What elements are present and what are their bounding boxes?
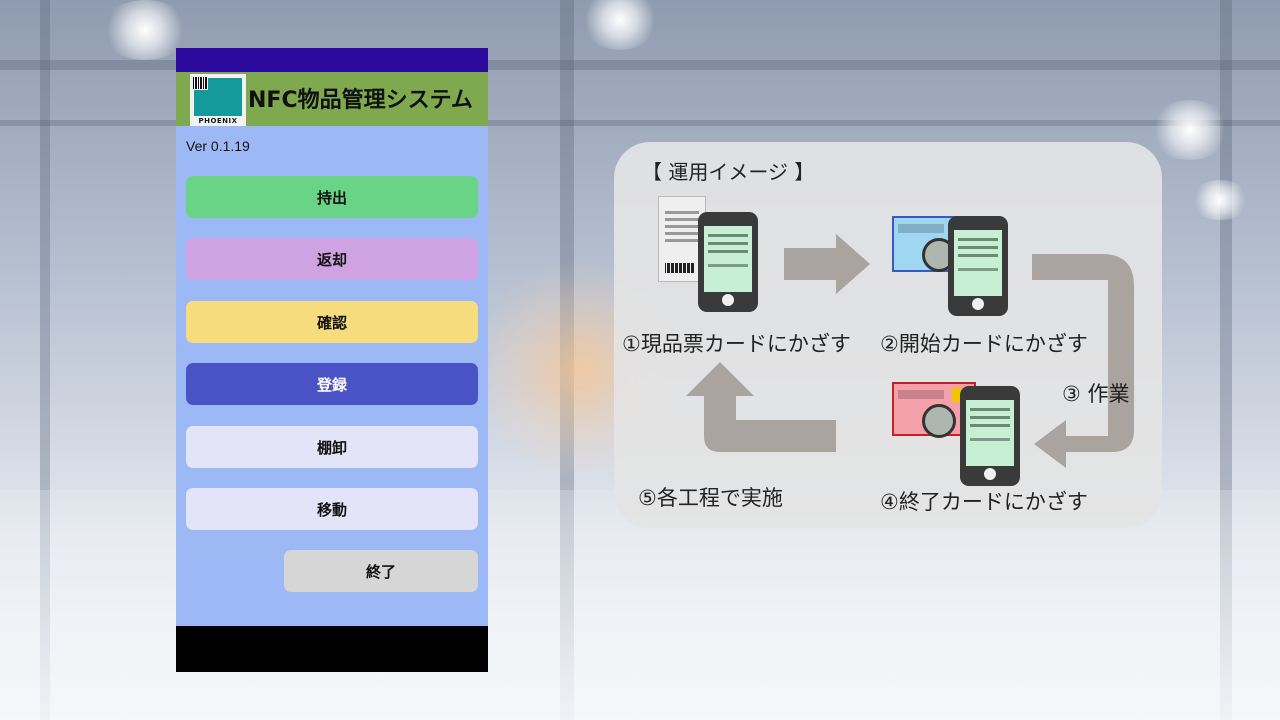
step2-label: ②開始カードにかざす <box>880 332 1088 356</box>
step4-label: ④終了カードにかざす <box>880 490 1088 514</box>
exit-button[interactable]: 終了 <box>284 550 478 592</box>
step1-label: ①現品票カードにかざす <box>622 332 851 356</box>
usage-title: 【 運用イメージ 】 <box>642 160 815 184</box>
smartphone-icon <box>948 216 1008 316</box>
phone-home-button <box>722 294 734 306</box>
ceiling-light <box>1190 180 1250 220</box>
logo-shape <box>194 90 242 116</box>
step5-label: ⑤各工程で実施 <box>638 486 783 510</box>
phone-home-button <box>984 468 996 480</box>
register-button[interactable]: 登録 <box>186 363 478 405</box>
app-screen: PHOENIX NFC物品管理システム Ver 0.1.19 持出 返却 確認 … <box>176 48 488 672</box>
logo-shape <box>208 78 242 90</box>
card-circle <box>922 404 956 438</box>
smartphone-icon <box>960 386 1020 486</box>
app-title: NFC物品管理システム <box>248 88 473 113</box>
arrow-curve-down-icon <box>1032 254 1134 468</box>
logo-text: PHOENIX <box>198 117 238 125</box>
phone-home-button <box>972 298 984 310</box>
checkout-button[interactable]: 持出 <box>186 176 478 218</box>
phone-screen <box>954 230 1002 296</box>
confirm-button[interactable]: 確認 <box>186 301 478 343</box>
navigation-bar <box>176 626 488 672</box>
arrow-up-icon <box>686 362 836 452</box>
usage-image-panel: 【 運用イメージ 】 ①現品票カードにかざす ②開始カードにかざす ③ 作業 ④… <box>614 142 1162 528</box>
move-button[interactable]: 移動 <box>186 488 478 530</box>
ceiling-light <box>100 0 190 60</box>
ceiling-light <box>580 0 660 50</box>
pillar <box>40 0 50 720</box>
ceiling-beam <box>0 120 1280 126</box>
card-line <box>898 224 944 233</box>
version-label: Ver 0.1.19 <box>186 138 250 154</box>
app-header: PHOENIX NFC物品管理システム <box>176 72 488 126</box>
step3-label: ③ 作業 <box>1062 382 1130 406</box>
card-line <box>898 390 944 399</box>
phoenix-logo: PHOENIX <box>190 74 246 126</box>
inventory-button[interactable]: 棚卸 <box>186 426 478 468</box>
flow-arrows <box>686 234 1134 468</box>
status-bar <box>176 48 488 72</box>
barcode-icon <box>193 77 207 89</box>
ceiling-light <box>1150 100 1230 160</box>
phone-screen <box>966 400 1014 466</box>
smartphone-icon <box>698 212 758 312</box>
ceiling-beam <box>0 60 1280 70</box>
return-button[interactable]: 返却 <box>186 238 478 280</box>
phone-screen <box>704 226 752 292</box>
arrow-right-icon <box>784 234 870 294</box>
